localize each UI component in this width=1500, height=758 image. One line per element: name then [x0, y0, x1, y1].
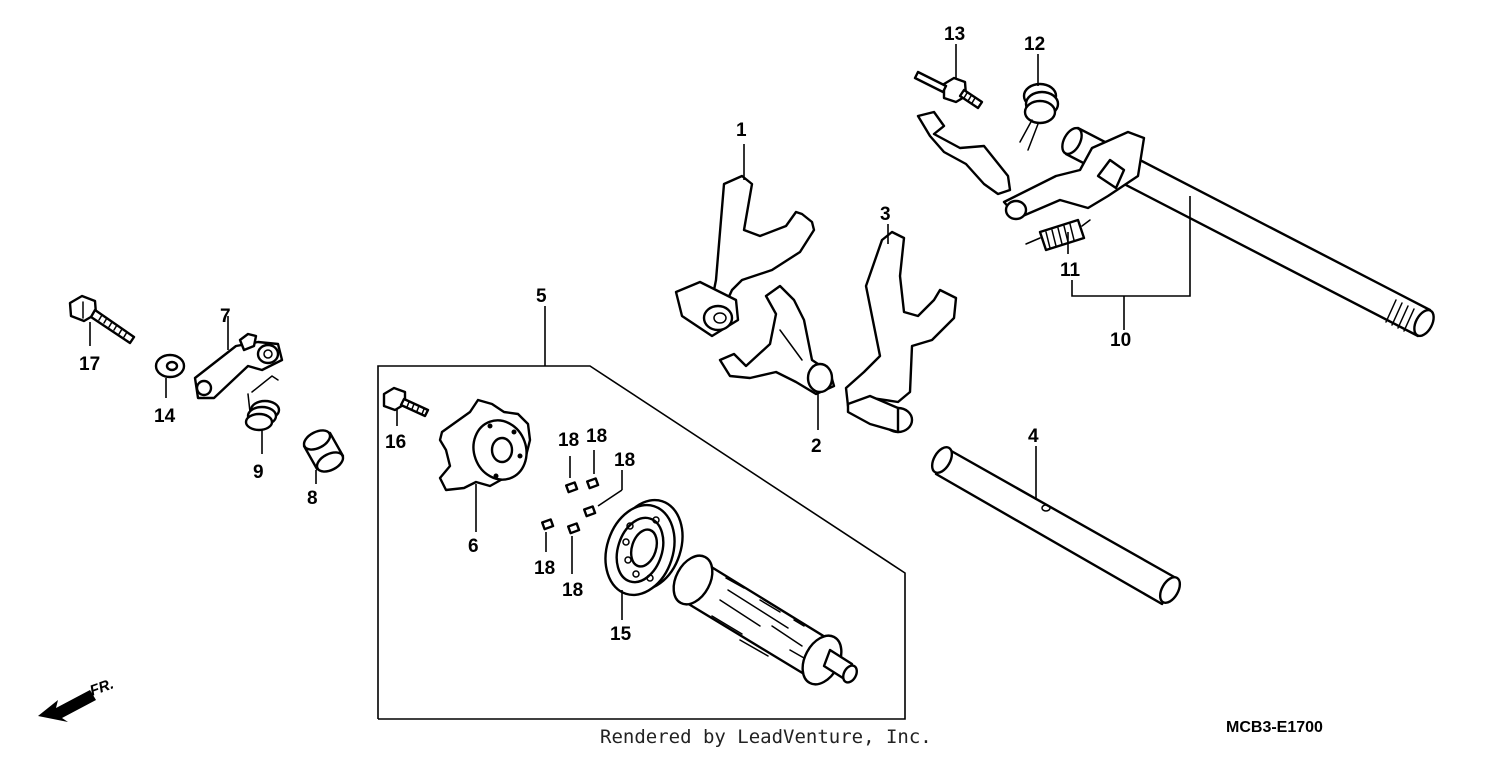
- callout-1: 1: [736, 120, 747, 141]
- callout-11: 11: [1060, 260, 1081, 281]
- part-bolt-13[interactable]: [913, 70, 984, 110]
- callout-14: 14: [154, 406, 176, 427]
- part-washer-14[interactable]: [154, 353, 186, 379]
- part-fork-1[interactable]: [674, 174, 816, 338]
- callout-18d: 18: [534, 558, 555, 579]
- part-collar-8[interactable]: [301, 427, 346, 476]
- callout-2: 2: [811, 436, 822, 457]
- callout-18e: 18: [562, 580, 583, 601]
- callout-17: 17: [79, 354, 100, 375]
- callout-9: 9: [253, 462, 264, 483]
- callout-18b: 18: [586, 426, 607, 447]
- part-spring-11[interactable]: [1025, 218, 1091, 252]
- part-bolt-16[interactable]: [382, 386, 430, 418]
- part-bolt-17[interactable]: [68, 294, 136, 345]
- diagram-code: MCB3-E1700: [1226, 719, 1323, 736]
- callout-18c: 18: [614, 450, 635, 471]
- callout-8: 8: [307, 488, 318, 509]
- front-direction-arrow: FR.: [38, 676, 116, 722]
- part-pins-18[interactable]: [541, 477, 600, 535]
- front-label: FR.: [88, 676, 117, 700]
- part-drum-center-6[interactable]: [438, 398, 535, 492]
- part-fork-3[interactable]: [844, 230, 958, 434]
- callout-15: 15: [610, 624, 632, 645]
- part-bearing-15[interactable]: [594, 491, 693, 604]
- leader-10-bracket: [1071, 196, 1191, 297]
- part-fork-shaft-4[interactable]: [928, 444, 1184, 606]
- part-shift-shaft-10[interactable]: [916, 110, 1438, 339]
- callout-10: 10: [1110, 330, 1131, 351]
- part-spring-9[interactable]: [244, 375, 281, 432]
- callout-3: 3: [880, 204, 891, 225]
- callout-7: 7: [220, 306, 231, 327]
- callout-16: 16: [385, 432, 406, 453]
- callout-18a: 18: [558, 430, 579, 451]
- credit-text: Rendered by LeadVenture, Inc.: [600, 726, 932, 748]
- callout-13: 13: [944, 24, 965, 45]
- callout-12: 12: [1024, 34, 1045, 55]
- callout-6: 6: [468, 536, 479, 557]
- part-stopper-arm-7[interactable]: [193, 332, 284, 400]
- part-shift-drum[interactable]: [666, 549, 860, 691]
- leader-18c-b: [597, 489, 623, 507]
- part-fork-2[interactable]: [718, 284, 836, 396]
- assembly-box-5: [377, 306, 906, 720]
- part-spring-12[interactable]: [1019, 82, 1060, 151]
- callout-4: 4: [1028, 426, 1039, 447]
- callout-5: 5: [536, 286, 547, 307]
